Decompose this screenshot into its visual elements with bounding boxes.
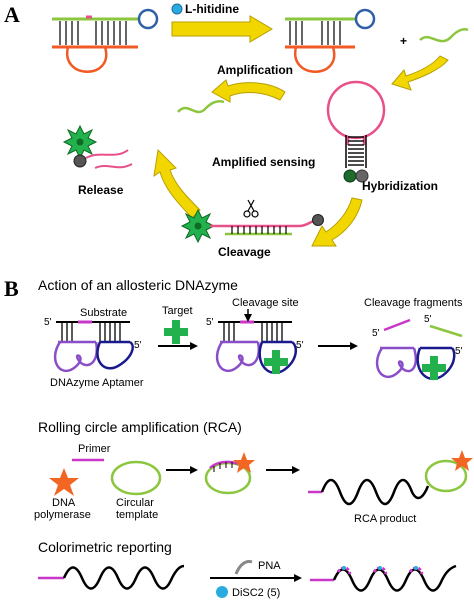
l-histidine-dot xyxy=(171,3,183,15)
section-colorimetric-title: Colorimetric reporting xyxy=(38,539,172,555)
pna-label: PNA xyxy=(258,560,281,572)
dna-polymerase-star-icon xyxy=(49,468,79,496)
free-green-strand xyxy=(177,100,225,114)
rca-product-plain xyxy=(38,564,185,590)
hairpin-probe-left xyxy=(52,8,159,73)
substrate-label: Substrate xyxy=(80,307,127,319)
release-arrow xyxy=(153,148,201,219)
target-label: Target xyxy=(162,305,193,317)
circular-template-label-2: template xyxy=(116,509,158,521)
panel-b-letter: B xyxy=(4,276,19,301)
circular-template xyxy=(110,460,162,496)
five-prime-label: 5' xyxy=(44,317,52,328)
disc2-label: DiSC2 (5) xyxy=(232,587,280,599)
target-cross-icon xyxy=(164,320,188,344)
release-label: Release xyxy=(78,183,124,197)
hybridization-label: Hybridization xyxy=(362,179,438,193)
amplification-label: Amplification xyxy=(217,63,293,77)
amplified-sensing-label: Amplified sensing xyxy=(212,155,315,169)
curved-arrow-to-loop xyxy=(391,55,449,91)
five-prime-label: 5' xyxy=(134,340,142,351)
aptamer-label: Aptamer xyxy=(102,377,144,389)
five-prime-label: 5' xyxy=(296,340,304,351)
five-prime-label: 5' xyxy=(455,346,463,357)
circular-template-label-1: Circular xyxy=(116,497,154,509)
hairpin-probe-right xyxy=(285,8,376,73)
rca-initiation xyxy=(204,452,255,495)
dna-polymerase-label-2: polymerase xyxy=(34,509,91,521)
rca-product-strand xyxy=(308,450,473,506)
five-prime-label: 5' xyxy=(206,317,214,328)
section-rca-title: Rolling circle amplification (RCA) xyxy=(38,419,242,435)
five-prime-label: 5' xyxy=(424,314,432,325)
cleavage-fragments: 5' 5' 5' xyxy=(372,314,463,380)
dnazyme-complex-initial: 5' 5' xyxy=(44,317,142,372)
large-hairpin-probe xyxy=(326,80,386,183)
cleavage-label: Cleavage xyxy=(218,245,271,259)
l-histidine-label: L-hitidine xyxy=(185,2,239,16)
cleavage-fragments-label: Cleavage fragments xyxy=(364,297,463,309)
section-dnazyme-title: Action of an allosteric DNAzyme xyxy=(38,277,238,293)
released-green-strand xyxy=(419,28,469,43)
plus-sign: + xyxy=(400,34,407,48)
cleavage-site-label: Cleavage site xyxy=(232,297,299,309)
rca-product-labeled xyxy=(310,564,457,592)
primer-label: Primer xyxy=(78,443,111,455)
rca-product-label: RCA product xyxy=(354,513,416,525)
panel-a-letter: A xyxy=(4,2,20,27)
reaction-arrow-yellow xyxy=(171,15,273,43)
dna-polymerase-label-1: DNA xyxy=(52,497,76,509)
cleavage-complex xyxy=(180,199,324,244)
five-prime-label: 5' xyxy=(372,328,380,339)
amplification-arrow xyxy=(211,79,286,103)
hybridization-arrow xyxy=(311,197,363,247)
disc2-dot-icon xyxy=(216,586,228,598)
dnazyme-label: DNAzyme xyxy=(50,377,100,389)
release-products xyxy=(62,124,133,169)
pna-strand-icon xyxy=(234,560,253,575)
dnazyme-complex-bound: 5' 5' xyxy=(206,317,304,374)
